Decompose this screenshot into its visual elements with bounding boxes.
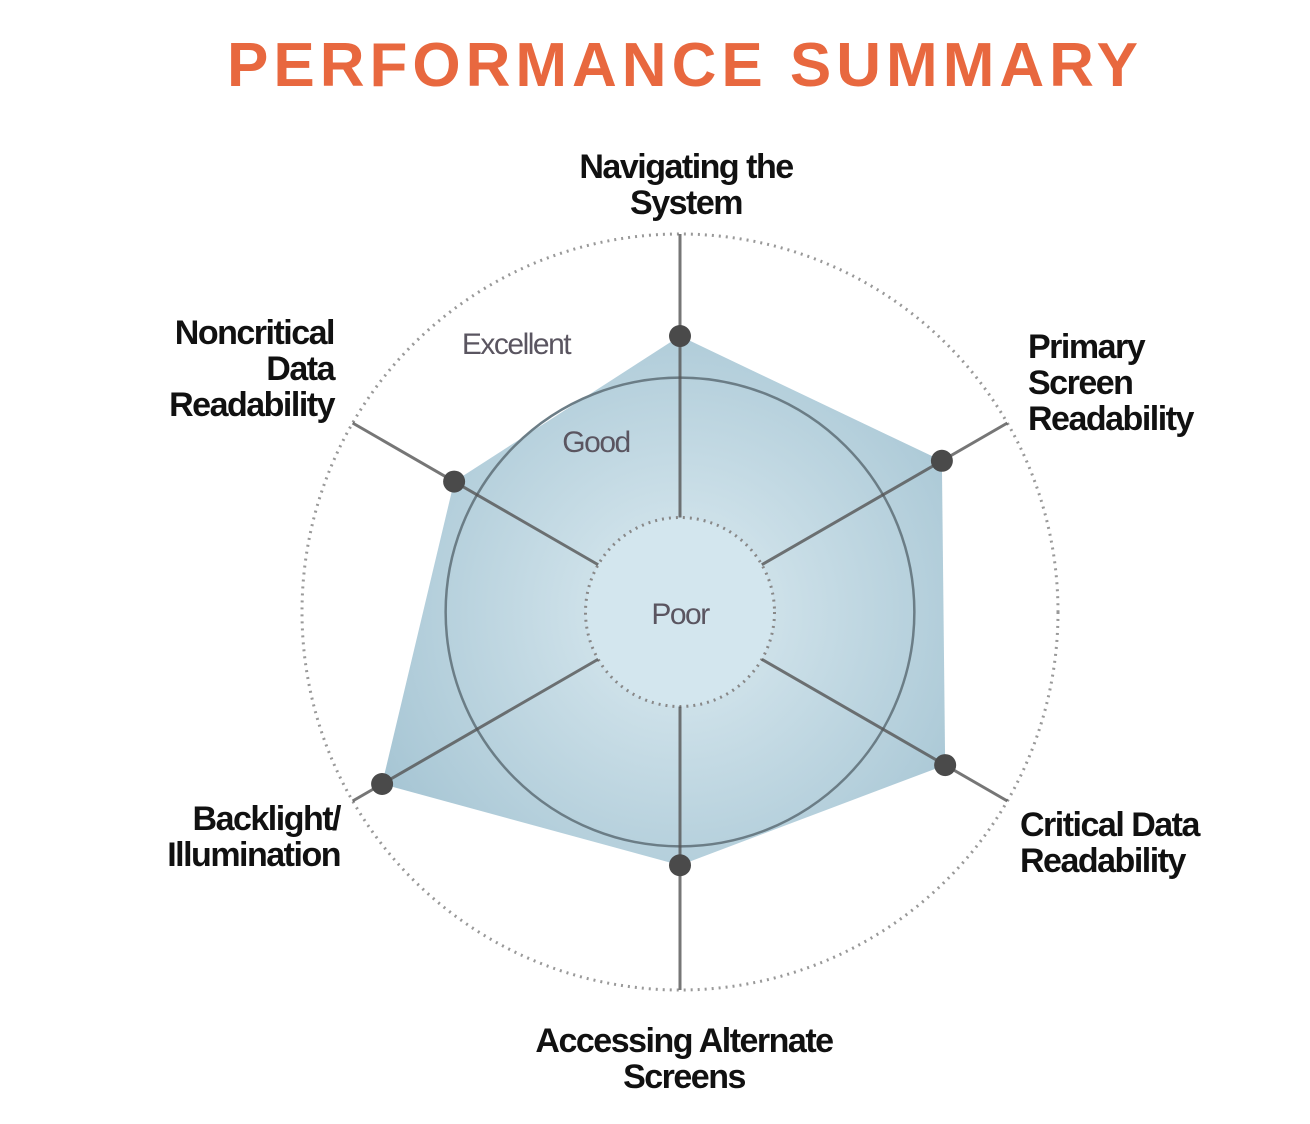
- axis-label-line: Screens: [623, 1058, 745, 1096]
- axis-label: Backlight/Illumination: [167, 800, 342, 874]
- axis-line: [761, 657, 1009, 803]
- axis-line: [761, 421, 1009, 567]
- axis-label-line: Screen: [1028, 364, 1132, 402]
- axis-label-line: Navigating the: [579, 148, 793, 186]
- axis-label-line: Illumination: [167, 836, 340, 874]
- axis-label-line: System: [630, 184, 742, 222]
- axis-label-line: Readability: [1028, 400, 1194, 438]
- chart-title: PERFORMANCE SUMMARY: [227, 31, 1143, 100]
- data-point: [669, 854, 691, 877]
- axis-line: [351, 657, 599, 803]
- ring-excellent: [300, 232, 1060, 992]
- axis-label-line: Readability: [1020, 842, 1186, 880]
- axis-label-line: Critical Data: [1020, 806, 1201, 844]
- axis-line: [351, 421, 599, 567]
- axis-label-line: Data: [266, 350, 336, 388]
- axis-label-line: Readability: [169, 386, 335, 424]
- ring-label-good: Good: [562, 426, 629, 459]
- data-point: [934, 754, 957, 777]
- ring-label-poor: Poor: [651, 598, 710, 631]
- data-point: [443, 470, 466, 493]
- axis-label-line: Noncritical: [175, 314, 334, 352]
- ring-label-excellent: Excellent: [462, 328, 572, 361]
- data-point: [669, 325, 691, 348]
- axis-label-line: Backlight/: [193, 800, 343, 838]
- axis-label-line: Primary: [1028, 328, 1146, 366]
- data-point: [371, 772, 394, 795]
- data-point: [930, 449, 953, 472]
- axis-label-line: Accessing Alternate: [535, 1022, 833, 1060]
